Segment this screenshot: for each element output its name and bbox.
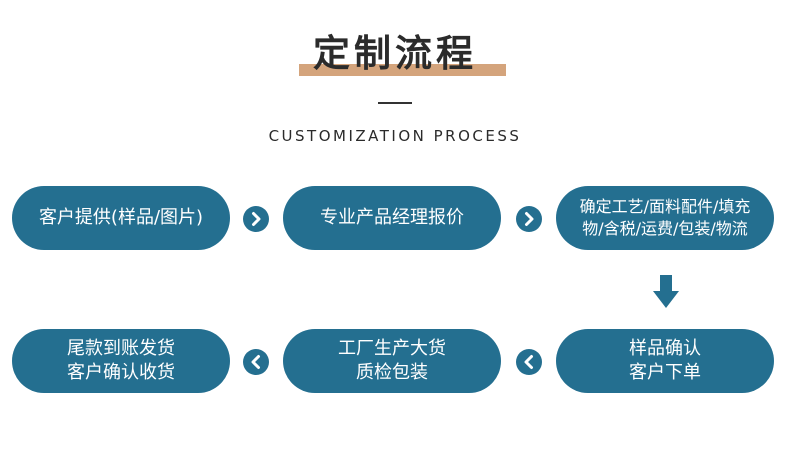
step-2-pill: 专业产品经理报价 (283, 186, 501, 250)
step-4-line-1: 样品确认 (629, 338, 701, 359)
step-2-line-1: 专业产品经理报价 (320, 207, 464, 228)
step-4-pill: 样品确认 客户下单 (556, 329, 774, 393)
step-4-line-2: 客户下单 (629, 362, 701, 383)
step-5-line-1: 工厂生产大货 (338, 338, 446, 359)
step-1-pill: 客户提供(样品/图片) (12, 186, 230, 250)
step-3-pill: 确定工艺/面料配件/填充 物/含税/运费/包装/物流 (556, 186, 774, 250)
step-3-line-2: 物/含税/运费/包装/物流 (582, 219, 748, 238)
page-title: 定制流程 (313, 32, 477, 75)
chevron-right-icon (516, 206, 542, 232)
step-5-pill: 工厂生产大货 质检包装 (283, 329, 501, 393)
title-underline-bar (299, 64, 506, 76)
title-wrap: 定制流程 (0, 30, 790, 78)
step-5-line-2: 质检包装 (356, 362, 428, 383)
step-1-line-1: 客户提供(样品/图片) (38, 207, 204, 228)
chevron-left-icon (243, 349, 269, 375)
chevron-right-icon (243, 206, 269, 232)
chevron-left-icon (516, 349, 542, 375)
page-subtitle: CUSTOMIZATION PROCESS (268, 127, 522, 145)
arrow-down-icon (653, 275, 679, 313)
title-divider (378, 102, 412, 104)
step-6-line-1: 尾款到账发货 (67, 338, 175, 359)
step-6-line-2: 客户确认收货 (67, 362, 175, 383)
step-6-pill: 尾款到账发货 客户确认收货 (12, 329, 230, 393)
step-3-line-1: 确定工艺/面料配件/填充 (579, 197, 751, 216)
